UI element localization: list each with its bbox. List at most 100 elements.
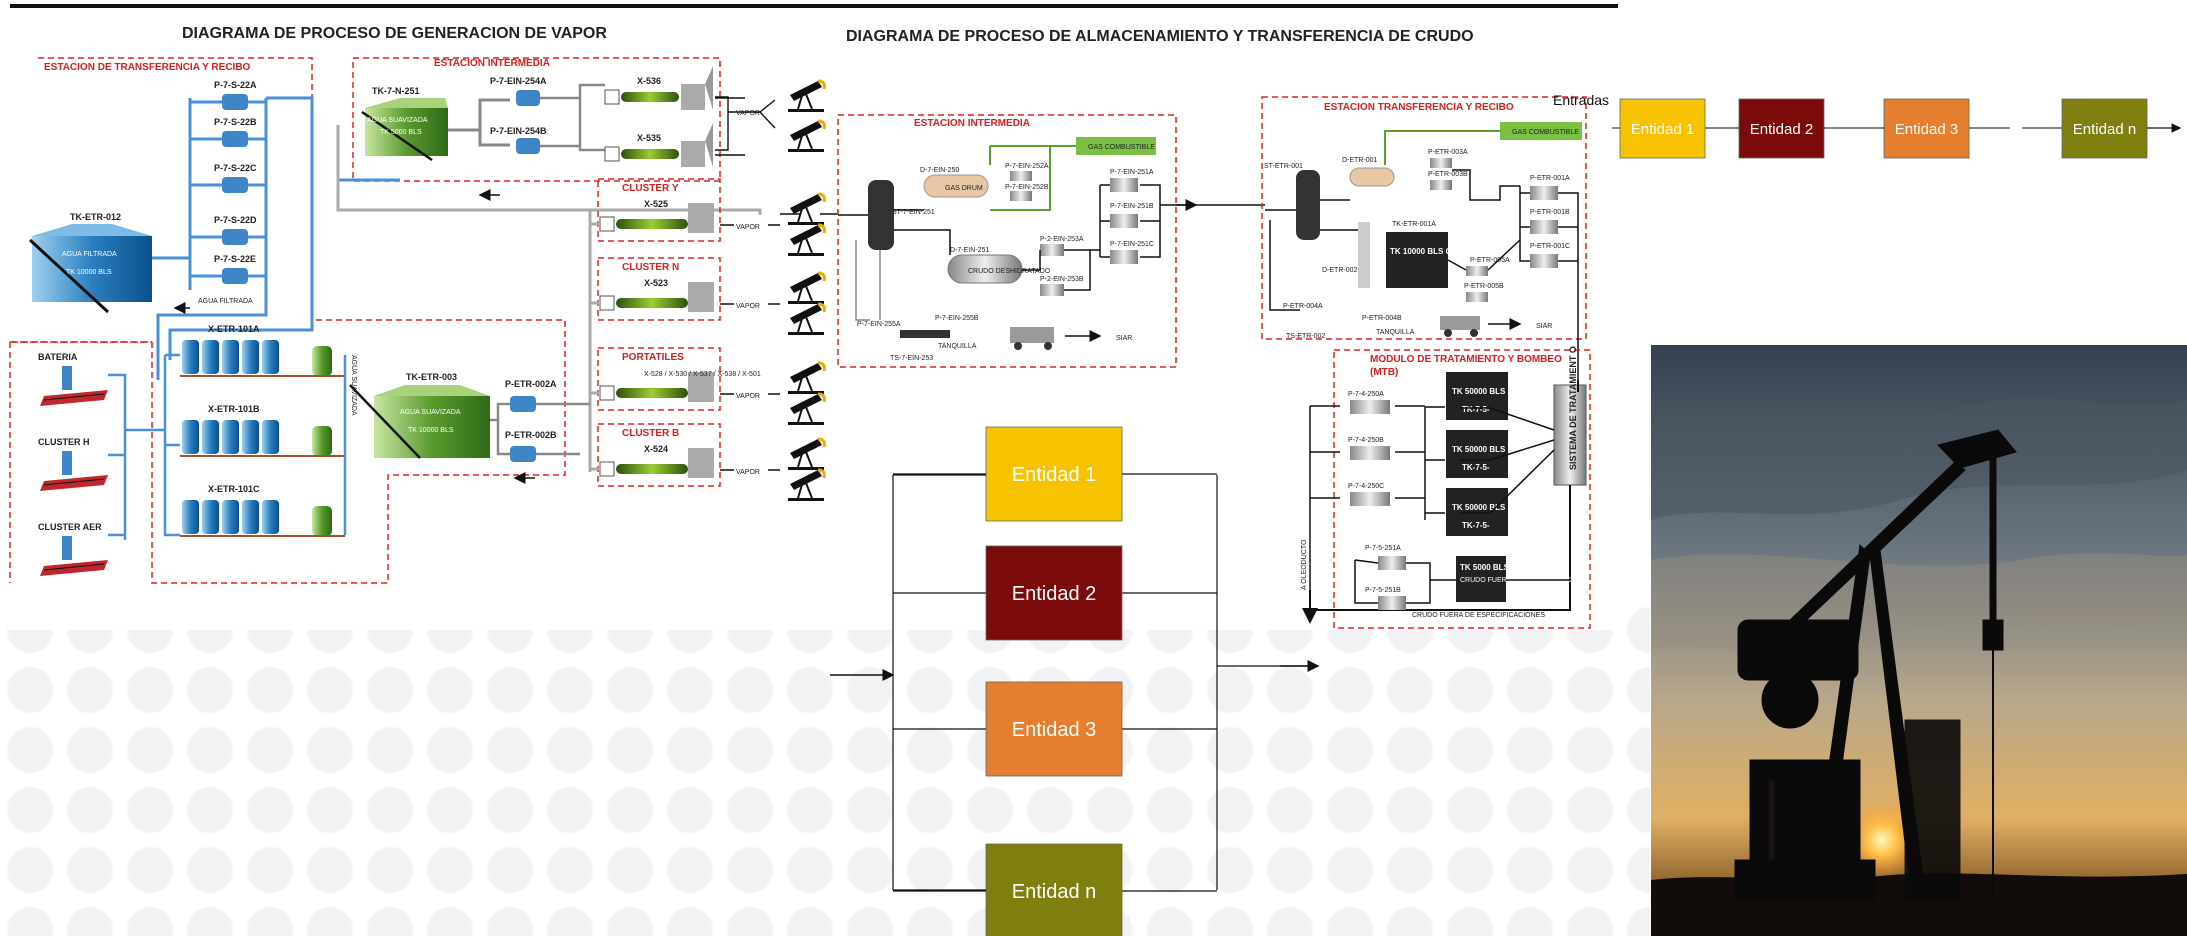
vessel-d002-tag: D-ETR-002 [1322,267,1358,274]
steam-pump [222,94,248,110]
vapor-label: VAPOR [736,393,760,400]
softener-cell [202,420,219,454]
pump-251c [1110,250,1138,264]
crude-intermediate-label: ESTACION INTERMEDIA [914,118,1030,129]
tanquilla [900,330,950,338]
softener-cell [182,340,199,374]
steam-pump [222,229,248,245]
softener-tag: X-ETR-101B [208,404,260,414]
generator-x536-tag: X-536 [637,76,661,86]
tanquilla-label: TANQUILLA [938,343,977,350]
pump-ein-254b-tag: P-7-EIN-254B [490,126,547,136]
v-entity-label: Entidad 2 [1012,583,1097,605]
source-wellhead [62,366,72,390]
cluster-generator-tag: X-525 [644,199,668,209]
vapor-label: VAPOR [736,469,760,476]
separator-etr [1296,170,1320,240]
cluster-generator-tag: X-528 / X-530 / X-537 / X-538 / X-501 [644,371,761,378]
mtb-pump-tag: P-7-4-250B [1348,437,1384,444]
pump-004a-tag: P-ETR-004A [1283,303,1323,310]
h-entity-label: Entidad 2 [1750,121,1813,138]
softener-cell [222,500,239,534]
steam-pump-tag: P-7-S-22D [214,215,257,225]
pump-ein-254b [516,138,540,154]
pump-253a-tag: P-2-EIN-253A [1040,236,1084,243]
cluster-name: PORTATILES [622,352,684,363]
pump-252b-tag: P-7-EIN-252B [1005,184,1049,191]
siar-label-2: SIAR [1536,323,1552,330]
mtb-tank-label: TK 50000 BLS [1452,445,1506,454]
cluster-name: CLUSTER Y [622,183,679,194]
generator-x535-tag: X-535 [637,133,661,143]
pump-004b-tag: P-ETR-004B [1362,315,1402,322]
tank-etr-012-capacity: TK 10000 BLS [66,269,112,276]
vapor-label: VAPOR [736,110,760,117]
pump-255a-tag: P-7-EIN-255A [857,321,901,328]
pump-251a-tag: P-7-EIN-251A [1110,169,1154,176]
gas-combustible-label: GAS COMBUSTIBLE [1088,144,1155,151]
pump-005b-tag: P-ETR-005B [1464,283,1504,290]
cluster-generator [616,298,688,308]
pump-7-5-251a [1378,556,1406,570]
gas-combustible-label-2: GAS COMBUSTIBLE [1512,129,1579,136]
softener-cell [262,420,279,454]
steam-pump-tag: P-7-S-22B [214,117,257,127]
softener-cell [262,500,279,534]
agua-filtrada-label: AGUA FILTRADA [198,298,253,305]
vapor-label: VAPOR [736,224,760,231]
vessel-d251-label: CRUDO DESHIDRATADO [968,268,1051,275]
pump-001a-tag: P-ETR-001A [1530,175,1570,182]
pump-003b-tag: P-ETR-003B [1428,171,1468,178]
steam-intermediate-section-label: ESTACION INTERMEDIA [434,58,550,69]
v-entity-label: Entidad 3 [1012,719,1097,741]
cluster-generator-tag: X-524 [644,444,668,454]
vessel-d002 [1358,222,1370,288]
steam-pump-tag: P-7-S-22C [214,163,257,173]
pumpjack-photo [1651,345,2187,936]
softener-cell [242,420,259,454]
ts-253-tag: TS-7-EIN-253 [890,355,933,362]
tank-n251-content: AGUA SUAVIZADA [367,117,428,124]
pump-001b [1530,220,1558,234]
drum-etr-001 [1350,168,1394,186]
pump-001c-tag: P-ETR-001C [1530,243,1570,250]
mtb-label: MODULO DE TRATAMIENTO Y BOMBEO [1370,354,1562,365]
crude-diagram-title: DIAGRAMA DE PROCESO DE ALMACENAMIENTO Y … [846,28,1474,45]
truck-intermediate [1010,327,1054,343]
softener-cell [182,420,199,454]
tank-5000-label: TK 5000 BLS [1460,563,1510,572]
tank-etr-003-content: AGUA SUAVIZADA [400,409,461,416]
cluster-name: CLUSTER B [622,428,679,439]
source-wellhead [62,536,72,560]
oleoducto-label: A OLEODUCTO [1301,539,1308,590]
mtb-pump-tag: P-7-4-250C [1348,483,1384,490]
pump-005b [1466,292,1488,302]
mtb-tank-tag: TK-7-5- [1462,405,1490,414]
pump-003a [1430,158,1452,168]
pump-7-5-251b [1378,596,1406,610]
softener-cell [202,500,219,534]
ts-etr-002-tag: TS-ETR-002 [1286,333,1325,340]
pump-251a [1110,178,1138,192]
tanquilla-label-2: TANQUILLA [1376,329,1415,336]
pump-251c-tag: P-7-EIN-251C [1110,241,1154,248]
pump-251a-s-tag: P-7-5-251A [1365,545,1401,552]
softener-cell [222,340,239,374]
v-entity-label: Entidad 1 [1012,464,1097,486]
softener-cell [182,500,199,534]
softener-tag: X-ETR-101A [208,324,260,334]
tank-contingencia-label: TK 10000 BLS CONTINGENCIA [1390,247,1508,256]
pump-002a-tag: P-ETR-002A [505,379,557,389]
separator-st251 [868,180,894,250]
pump-253b-tag: P-2-EIN-253B [1040,276,1084,283]
steam-pump [222,131,248,147]
pump-253b [1040,284,1064,296]
tank-contingencia [1386,232,1448,288]
mtb-pump-tag: P-7-4-250A [1348,391,1384,398]
tank-n251-tag: TK-7-N-251 [372,86,420,96]
v-entity-label: Entidad n [1012,881,1097,903]
drum-d250-tag: D-7-EIN-250 [920,167,959,174]
pump-253a [1040,244,1064,256]
cluster-name: CLUSTER N [622,262,679,273]
